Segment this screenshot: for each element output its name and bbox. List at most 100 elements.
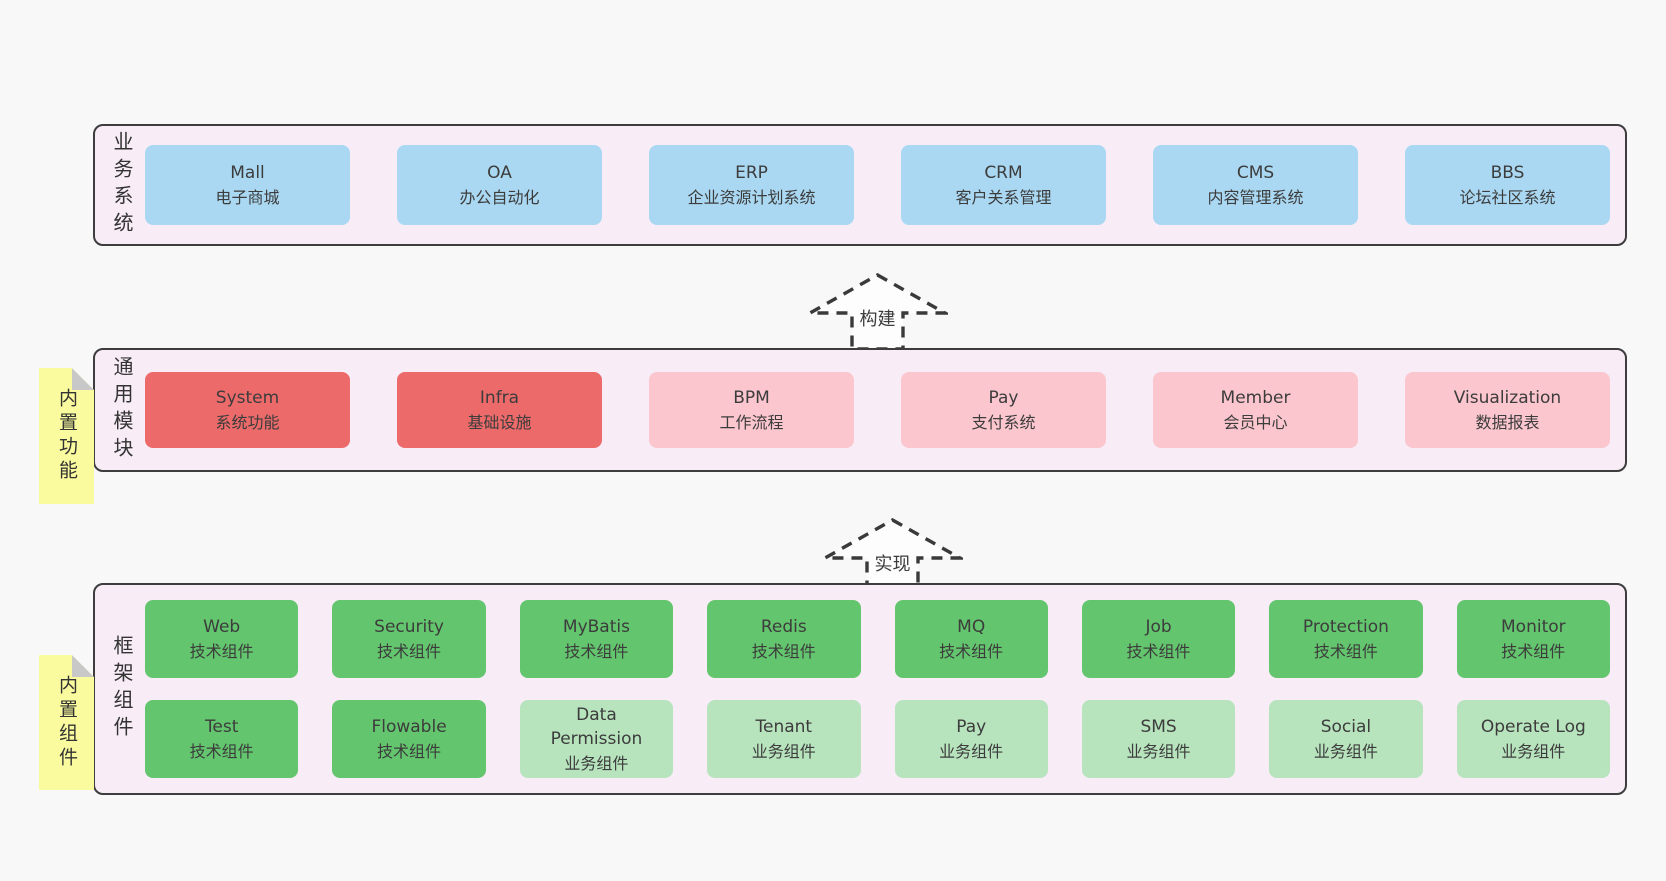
box-pay-biz: Pay 业务组件 [894,700,1048,778]
box-title: Redis [760,617,807,638]
arrow-build: 构建 [807,272,948,352]
box-title: Pay [956,717,987,738]
box-title: CMS [1236,163,1275,184]
box-title: MyBatis [562,617,630,638]
box-subtitle: 内容管理系统 [1207,187,1304,207]
box-subtitle: 论坛社区系统 [1459,187,1556,207]
box-subtitle: 技术组件 [377,641,442,661]
box-sms: SMS 业务组件 [1081,700,1236,778]
box-mall: Mall 电子商城 [145,145,350,225]
box-title: Visualization [1453,388,1562,409]
box-subtitle: 办公自动化 [459,187,540,207]
box-title: Test [204,717,239,738]
box-data-permission: Data Permission 业务组件 [519,700,674,778]
box-subtitle: 企业资源计划系统 [687,187,816,207]
box-cms: CMS 内容管理系统 [1153,145,1358,225]
box-crm: CRM 客户关系管理 [901,145,1106,225]
box-subtitle: 客户关系管理 [955,187,1052,207]
box-mq: MQ 技术组件 [894,600,1048,678]
box-security: Security 技术组件 [332,600,486,678]
box-tenant: Tenant 业务组件 [707,700,861,778]
panel-business-systems: 业务系统 Mall 电子商城 OA 办公自动化 ERP 企业资源计划系统 CRM… [93,124,1627,246]
box-title: Tenant [755,717,813,738]
box-title: Job [1145,617,1172,638]
folded-corner-icon [72,655,94,677]
box-title: SMS [1140,717,1177,738]
box-web: Web 技术组件 [145,600,299,678]
box-system: System 系统功能 [145,372,350,448]
panel-framework-components: 框架组件 Web 技术组件 Security 技术组件 MyBatis 技术组件… [93,583,1627,795]
box-subtitle: 业务组件 [1126,741,1191,761]
box-redis: Redis 技术组件 [707,600,861,678]
box-title: Protection [1302,617,1389,638]
box-title: Flowable [371,717,447,738]
box-title: System [215,388,280,409]
box-erp: ERP 企业资源计划系统 [649,145,854,225]
box-subtitle: 数据报表 [1475,412,1540,432]
box-subtitle: 业务组件 [751,741,816,761]
box-subtitle: 业务组件 [1501,741,1566,761]
panel-framework-label: 框架组件 [110,635,134,743]
box-title: Social [1320,717,1372,738]
box-subtitle: 工作流程 [719,412,784,432]
box-title: Pay [988,388,1019,409]
panel-modules-label: 通用模块 [110,356,134,464]
box-member: Member 会员中心 [1153,372,1358,448]
box-title: Mall [230,163,265,184]
box-oa: OA 办公自动化 [397,145,602,225]
box-subtitle: 技术组件 [377,741,442,761]
box-title: MQ [957,617,986,638]
framework-row-1: Web 技术组件 Security 技术组件 MyBatis 技术组件 Redi… [145,600,1610,678]
box-subtitle: 技术组件 [1501,641,1566,661]
box-subtitle: 技术组件 [189,641,254,661]
box-title: Operate Log [1480,717,1586,738]
box-subtitle: 技术组件 [1313,641,1378,661]
modules-boxes-row: System 系统功能 Infra 基础设施 BPM 工作流程 Pay 支付系统… [145,372,1610,448]
box-subtitle: 技术组件 [564,641,629,661]
box-title: Web [203,617,241,638]
box-subtitle: 业务组件 [1313,741,1378,761]
arrow-build-label: 构建 [856,308,899,332]
box-title: BPM [733,388,770,409]
box-mybatis: MyBatis 技术组件 [519,600,674,678]
box-subtitle: 业务组件 [939,741,1004,761]
box-subtitle: 业务组件 [564,754,629,774]
box-subtitle: 技术组件 [189,741,254,761]
panel-common-modules: 通用模块 System 系统功能 Infra 基础设施 BPM 工作流程 Pay… [93,348,1627,472]
box-subtitle: 技术组件 [1126,641,1191,661]
box-infra: Infra 基础设施 [397,372,602,448]
box-subtitle: 技术组件 [751,641,816,661]
box-title: Data Permission [550,704,643,750]
sticky-note-builtin-features: 内置功能 [39,368,94,504]
box-subtitle: 技术组件 [939,641,1004,661]
box-title: OA [487,163,512,184]
box-protection: Protection 技术组件 [1269,600,1423,678]
box-monitor: Monitor 技术组件 [1456,600,1610,678]
box-subtitle: 支付系统 [971,412,1036,432]
box-bpm: BPM 工作流程 [649,372,854,448]
box-subtitle: 系统功能 [215,412,280,432]
box-visualization: Visualization 数据报表 [1405,372,1610,448]
box-title: Member [1220,388,1291,409]
panel-business-label: 业务系统 [110,131,134,239]
box-title: Infra [479,388,520,409]
box-subtitle: 基础设施 [467,412,532,432]
sticky-note-text: 内置功能 [55,388,78,484]
box-title: BBS [1490,163,1525,184]
box-flowable: Flowable 技术组件 [332,700,486,778]
folded-corner-icon [72,368,94,390]
box-pay: Pay 支付系统 [901,372,1106,448]
box-title: CRM [984,163,1023,184]
sticky-note-text: 内置组件 [55,674,78,771]
box-job: Job 技术组件 [1081,600,1236,678]
box-social: Social 业务组件 [1269,700,1423,778]
box-operate-log: Operate Log 业务组件 [1456,700,1610,778]
business-boxes-row: Mall 电子商城 OA 办公自动化 ERP 企业资源计划系统 CRM 客户关系… [145,145,1610,225]
box-title: Security [374,617,444,638]
box-test: Test 技术组件 [145,700,299,778]
box-subtitle: 电子商城 [215,187,280,207]
box-bbs: BBS 论坛社区系统 [1405,145,1610,225]
box-title: Monitor [1501,617,1566,638]
framework-rows: Web 技术组件 Security 技术组件 MyBatis 技术组件 Redi… [145,600,1610,778]
